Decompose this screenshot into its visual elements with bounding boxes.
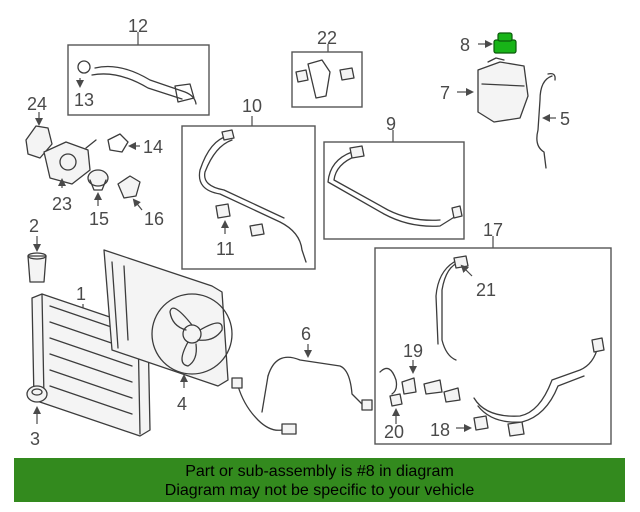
callout-17[interactable]: 17 (483, 220, 503, 240)
callout-7[interactable]: 7 (440, 83, 450, 103)
callout-9[interactable]: 9 (386, 114, 396, 134)
callout-18[interactable]: 18 (430, 420, 450, 440)
callout-11[interactable]: 11 (216, 239, 235, 259)
part-10-hose-group[interactable] (181, 116, 316, 270)
callout-10[interactable]: 10 (242, 96, 262, 116)
notice-line-2: Diagram may not be specific to your vehi… (164, 482, 475, 499)
part-14-gasket[interactable] (107, 133, 140, 153)
callout-1[interactable]: 1 (76, 284, 86, 304)
callout-22[interactable]: 22 (317, 28, 337, 48)
part-8-reservoir-cap[interactable] (478, 32, 517, 54)
callout-5[interactable]: 5 (560, 109, 570, 129)
part-24-bracket[interactable] (25, 112, 53, 159)
callout-19[interactable]: 19 (403, 341, 423, 361)
callout-2[interactable]: 2 (29, 216, 39, 236)
part-23-thermostat-housing[interactable] (43, 139, 97, 188)
callout-8[interactable]: 8 (460, 35, 470, 55)
notice-banner: Part or sub-assembly is #8 in diagram Di… (14, 458, 625, 502)
callout-3[interactable]: 3 (30, 429, 40, 449)
part-22-bracket-group[interactable] (291, 44, 363, 108)
part-5-overflow-hose[interactable] (536, 72, 556, 169)
part-12-coolant-pipe-group[interactable] (67, 32, 210, 116)
callout-23[interactable]: 23 (52, 194, 72, 214)
part-3-lower-mount[interactable] (26, 385, 48, 424)
callout-24[interactable]: 24 (27, 94, 47, 114)
part-2-upper-mount[interactable] (27, 236, 47, 283)
callout-21[interactable]: 21 (476, 280, 496, 300)
notice-line-1: Part or sub-assembly is #8 in diagram (185, 463, 454, 480)
callout-14[interactable]: 14 (143, 137, 163, 157)
callout-12[interactable]: 12 (128, 16, 148, 36)
part-4-fan-shroud[interactable] (103, 249, 233, 388)
part-6-wiring-harness[interactable] (231, 344, 373, 435)
part-9-hose-group[interactable] (323, 130, 465, 240)
callout-15[interactable]: 15 (89, 209, 109, 229)
part-15-thermostat[interactable] (87, 169, 109, 206)
callout-20[interactable]: 20 (384, 422, 404, 442)
callout-16[interactable]: 16 (144, 209, 164, 229)
part-7-expansion-tank[interactable] (457, 57, 529, 123)
callout-6[interactable]: 6 (301, 324, 311, 344)
part-17-hose-group[interactable] (374, 236, 612, 445)
callout-4[interactable]: 4 (177, 394, 187, 414)
callout-13[interactable]: 13 (74, 90, 94, 110)
part-16-outlet[interactable] (117, 175, 143, 211)
